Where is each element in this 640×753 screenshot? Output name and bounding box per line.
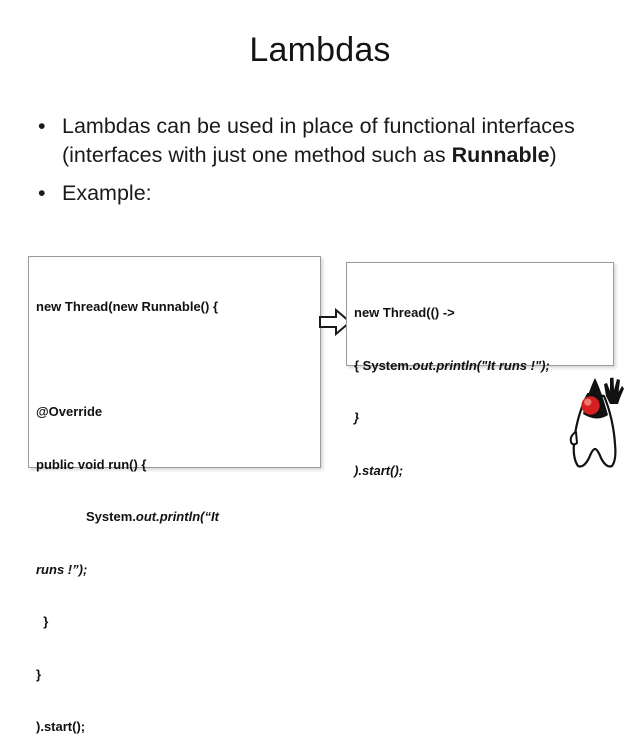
code-text: ).start(); <box>36 719 86 734</box>
list-item: • Example: <box>32 179 612 208</box>
code-box-lambda: new Thread(() -> { System.out.println("I… <box>346 262 614 478</box>
code-text: System. <box>86 509 136 524</box>
code-line: } <box>36 666 313 684</box>
bullet-text-part-2: ) <box>549 143 557 167</box>
code-text: @Override <box>36 404 103 419</box>
code-text-italic: runs !”); <box>36 561 88 577</box>
bullet-list: • Lambdas can be used in place of functi… <box>32 112 612 214</box>
code-text-italic: out.println(“It <box>135 509 219 524</box>
code-line: System.out.println(“It <box>36 508 313 526</box>
bullet-text-part-1: Lambdas can be used in place of function… <box>62 114 575 167</box>
code-text: } <box>36 614 49 629</box>
code-line: { System.out.println("It runs !"); <box>354 357 606 375</box>
code-line: ).start(); <box>354 462 606 480</box>
code-text: new Thread(() -> <box>354 305 455 320</box>
right-arrow-icon <box>319 307 352 337</box>
code-line <box>36 351 313 369</box>
java-duke-mascot-icon <box>566 374 624 470</box>
code-line: new Thread(new Runnable() { <box>36 298 313 316</box>
code-text: { System. <box>354 357 413 373</box>
code-line: public void run() { <box>36 456 313 474</box>
code-line: new Thread(() -> <box>354 304 606 322</box>
bullet-marker-icon: • <box>38 114 46 138</box>
code-text: } <box>36 666 42 682</box>
code-text: new Thread(new Runnable() { <box>36 299 219 314</box>
bullet-text-bold: Runnable <box>451 143 550 167</box>
code-line: } <box>36 613 313 631</box>
code-line: runs !”); <box>36 561 313 579</box>
code-line: } <box>354 409 606 427</box>
code-text: public void run() { <box>36 456 147 472</box>
code-text-italic: ).start(); <box>354 462 404 478</box>
code-line: ).start(); <box>36 718 313 736</box>
code-text-italic: out.println("It runs !"); <box>412 357 550 373</box>
bullet-marker-icon: • <box>38 181 46 205</box>
bullet-text-example: Example: <box>62 181 152 205</box>
code-line: @Override <box>36 403 313 421</box>
list-item: • Lambdas can be used in place of functi… <box>32 112 612 170</box>
page-title: Lambdas <box>249 31 391 69</box>
code-box-anonymous-class: new Thread(new Runnable() { @Override pu… <box>28 256 321 734</box>
code-text-italic: } <box>354 410 360 425</box>
